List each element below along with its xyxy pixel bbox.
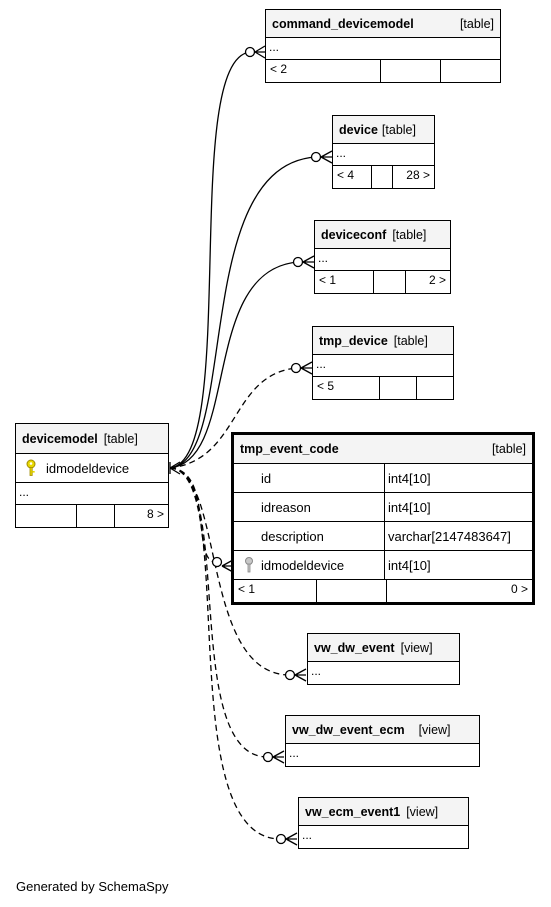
link-tmp-event-code: [169, 467, 218, 563]
table-type: [table]: [103, 431, 138, 446]
table-type: [view]: [406, 804, 439, 819]
optional-marker: [244, 46, 256, 58]
crows-foot: [285, 832, 298, 846]
column-type: int4[10]: [388, 557, 431, 573]
generated-by-note: Generated by SchemaSpy: [16, 879, 169, 894]
column-name: idmodeldevice: [46, 460, 130, 476]
parent-count[interactable]: < 5: [317, 379, 335, 393]
foreign-key-icon: [245, 557, 253, 573]
parent-count[interactable]: < 1: [238, 582, 256, 596]
column-name: idreason: [234, 493, 385, 521]
table-tmp-device[interactable]: tmp_device [table] ... < 5: [312, 326, 454, 400]
table-name: vw_dw_event_ecm: [292, 722, 405, 737]
column-name: description: [234, 522, 385, 550]
column-type: int4[10]: [388, 499, 431, 515]
table-type: [table]: [381, 122, 416, 137]
link-tmp-device: [169, 367, 297, 469]
table-body: ...: [315, 249, 450, 271]
link-vw-ecm-event1: [169, 467, 282, 840]
parent-count[interactable]: < 1: [319, 273, 337, 287]
optional-marker: [310, 151, 322, 163]
table-command-devicemodel[interactable]: command_devicemodel [table] ... < 2: [265, 9, 501, 83]
table-tmp-event-code[interactable]: tmp_event_code [table] id int4[10] idreas…: [231, 432, 535, 605]
table-type: [table]: [392, 227, 427, 242]
table-type: [table]: [459, 16, 494, 31]
table-body: ...: [311, 664, 322, 678]
child-count[interactable]: [416, 377, 453, 399]
table-device[interactable]: device[table] ... < 4 28 >: [332, 115, 435, 189]
column-type: varchar[2147483647]: [388, 528, 511, 544]
column-row[interactable]: description varchar[2147483647]: [234, 522, 532, 551]
crows-foot: [294, 668, 307, 682]
parent-count[interactable]: < 2: [270, 62, 288, 76]
optional-marker: [292, 256, 304, 268]
child-count[interactable]: 28 >: [392, 166, 434, 188]
table-name: command_devicemodel: [272, 16, 414, 31]
column-count: [379, 377, 416, 399]
view-vw-dw-event-ecm[interactable]: vw_dw_event_ecm [view] ...: [285, 715, 480, 767]
column-count: [380, 60, 440, 82]
table-name: deviceconf: [321, 227, 387, 242]
optional-marker: [262, 751, 274, 763]
column-row[interactable]: idreason int4[10]: [234, 493, 532, 522]
table-name: device: [339, 122, 378, 137]
table-name: tmp_event_code: [240, 442, 339, 456]
table-body: ...: [266, 38, 500, 60]
child-count[interactable]: [440, 60, 500, 82]
table-name: devicemodel: [22, 431, 98, 446]
crows-foot: [320, 150, 333, 164]
table-devicemodel[interactable]: devicemodel [table] idmodeldevice ... 8 >: [15, 423, 169, 528]
column-row[interactable]: idmodeldevice int4[10]: [234, 551, 532, 580]
table-type: [table]: [393, 333, 428, 348]
column-name: id: [234, 464, 385, 492]
link-vw-dw-event-ecm: [169, 467, 269, 758]
optional-marker: [284, 669, 296, 681]
column-type: int4[10]: [388, 470, 431, 486]
column-row[interactable]: id int4[10]: [234, 464, 532, 493]
column-count: [371, 166, 392, 188]
table-body: ...: [289, 746, 300, 760]
primary-key-row[interactable]: idmodeldevice: [16, 454, 168, 483]
crows-foot: [300, 361, 313, 375]
column-count: [316, 580, 386, 602]
table-type: [view]: [418, 722, 451, 737]
table-body: ...: [16, 483, 168, 505]
column-count: [373, 271, 405, 293]
link-command-devicemodel: [169, 51, 251, 469]
table-name: vw_dw_event: [314, 640, 395, 655]
column-count: [76, 505, 114, 527]
parent-count[interactable]: [16, 505, 76, 527]
crows-foot: [254, 45, 266, 59]
crows-foot: [272, 750, 285, 764]
child-count[interactable]: 0 >: [386, 580, 532, 602]
table-name: vw_ecm_event1: [305, 804, 401, 819]
table-name: tmp_device: [319, 333, 388, 348]
table-body: ...: [313, 355, 453, 377]
optional-marker: [275, 833, 287, 845]
child-count[interactable]: 8 >: [114, 505, 168, 527]
table-body: ...: [302, 828, 313, 842]
view-vw-dw-event[interactable]: vw_dw_event [view] ...: [307, 633, 460, 685]
table-type: [view]: [400, 640, 433, 655]
one-marker: [169, 461, 181, 475]
table-type: [table]: [491, 442, 526, 456]
child-count[interactable]: 2 >: [405, 271, 450, 293]
link-deviceconf: [169, 261, 299, 469]
link-device: [169, 156, 317, 469]
optional-marker: [290, 362, 302, 374]
primary-key-icon: [26, 459, 36, 476]
parent-count[interactable]: < 4: [337, 168, 355, 182]
view-vw-ecm-event1[interactable]: vw_ecm_event1 [view] ...: [298, 797, 469, 849]
table-body: ...: [333, 144, 434, 166]
table-deviceconf[interactable]: deviceconf [table] ... < 1 2 >: [314, 220, 451, 294]
optional-marker: [211, 556, 223, 568]
crows-foot: [302, 255, 315, 269]
column-name: idmodeldevice: [261, 557, 345, 573]
